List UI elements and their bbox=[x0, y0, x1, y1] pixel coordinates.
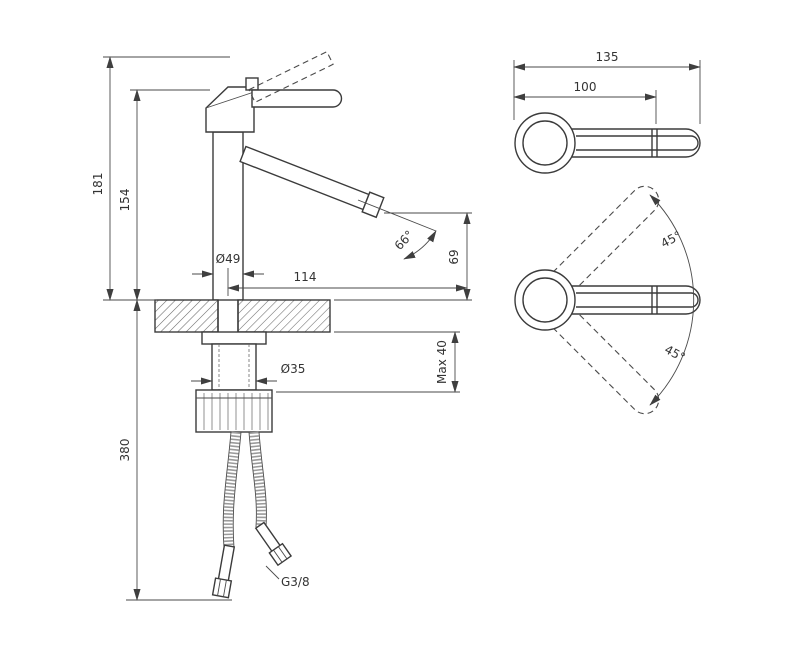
dim-body-diameter-label: Ø49 bbox=[216, 252, 241, 266]
dim-arc-swivel bbox=[649, 194, 695, 406]
dim-spout-height-label: 69 bbox=[447, 249, 461, 264]
mounting-nut bbox=[195, 389, 273, 433]
hose-braid-1 bbox=[223, 431, 241, 549]
deck-hatch-right bbox=[237, 299, 331, 333]
deck-hatch-left bbox=[154, 299, 219, 333]
body-swivel-inner-circle bbox=[522, 277, 568, 323]
spout-axis-extension bbox=[357, 199, 437, 232]
handle-swivel-outline bbox=[559, 285, 701, 315]
fitting-stem bbox=[217, 544, 236, 584]
fitting-nut bbox=[268, 542, 293, 567]
hose-edge bbox=[232, 431, 242, 549]
fitting-nut-line bbox=[223, 579, 227, 597]
body-swivel-outer-circle bbox=[514, 269, 576, 331]
swivel-view: 45° 45° bbox=[514, 185, 701, 415]
dim-spout-angle-label: 66° bbox=[392, 228, 417, 253]
fitting-nut-line bbox=[273, 549, 283, 563]
dim-spout-reach-label: 114 bbox=[294, 270, 317, 284]
lever-handle bbox=[251, 89, 343, 108]
front-view: 181 154 380 Ø49 114 66° 69 bbox=[91, 50, 472, 601]
hose-fitting-1 bbox=[211, 544, 236, 599]
dim-handle-length-label: 100 bbox=[574, 80, 597, 94]
dim-swivel-up-label: 45° bbox=[658, 228, 683, 250]
hose-edge bbox=[222, 431, 232, 549]
lever-handle-raised-dashed bbox=[248, 50, 334, 104]
dim-hose-length-label: 380 bbox=[118, 439, 132, 462]
washer-flange bbox=[201, 331, 267, 345]
handle-top-inner-line bbox=[576, 135, 699, 151]
fitting-nut-line bbox=[278, 546, 288, 560]
dim-overall-length-label: 135 bbox=[596, 50, 619, 64]
top-view: 135 100 bbox=[513, 50, 701, 174]
hose-edge bbox=[258, 431, 267, 528]
dim-arc-spout-angle bbox=[403, 230, 437, 260]
spout-aerator bbox=[361, 191, 385, 219]
front-view-dimensions: 181 154 380 Ø49 114 66° 69 bbox=[91, 56, 472, 601]
hose-edge bbox=[248, 431, 257, 528]
faucet-outline bbox=[154, 50, 385, 599]
hose-thread-label: G3/8 bbox=[281, 575, 310, 589]
head-facet-line bbox=[205, 91, 255, 109]
spout bbox=[239, 145, 370, 211]
body-top-outer-circle bbox=[514, 112, 576, 174]
dim-body-height-label: 154 bbox=[118, 189, 132, 212]
dim-max-deck-label: Max 40 bbox=[435, 340, 449, 384]
top-view-dimensions: 135 100 bbox=[513, 50, 701, 124]
leader-line-hose-thread bbox=[265, 565, 280, 580]
handle-swivel-inner-line bbox=[576, 292, 699, 308]
hose-fitting-2 bbox=[254, 521, 293, 567]
fitting-nut-line bbox=[217, 578, 221, 596]
faucet-head bbox=[205, 86, 255, 133]
hose-braid-2 bbox=[249, 431, 266, 528]
swivel-outline bbox=[514, 269, 701, 331]
dim-shank-diameter-label: Ø35 bbox=[281, 362, 306, 376]
body-top-inner-circle bbox=[522, 120, 568, 166]
handle-top-outline bbox=[559, 128, 701, 158]
supply-hoses bbox=[211, 431, 293, 599]
dim-swivel-down-label: 45° bbox=[662, 342, 687, 364]
dim-total-height-label: 181 bbox=[91, 173, 105, 196]
top-view-outline bbox=[514, 112, 701, 174]
fitting-nut bbox=[211, 577, 233, 599]
